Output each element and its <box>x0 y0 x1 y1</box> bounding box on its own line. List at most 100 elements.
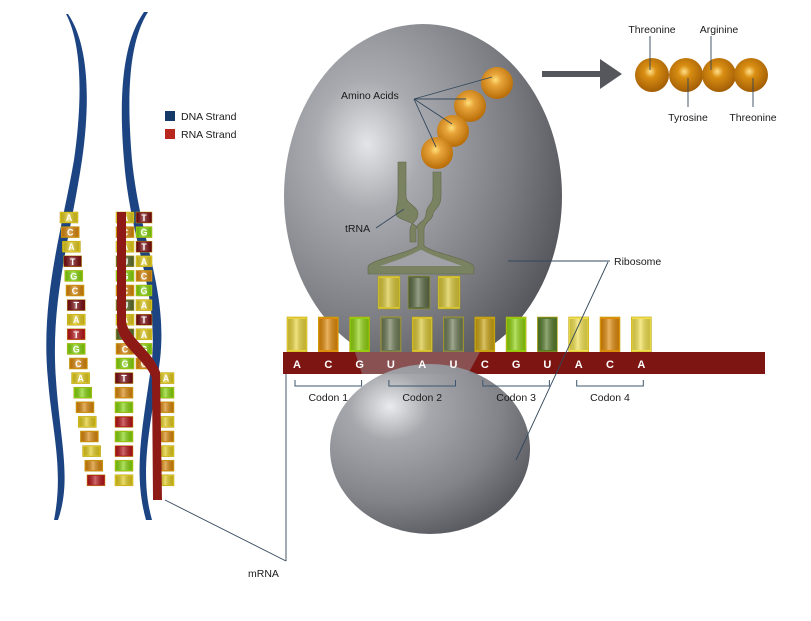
codon-bracket <box>576 380 644 387</box>
legend: DNA Strand RNA Strand <box>165 111 237 141</box>
dna-left-tile-shine <box>72 373 89 383</box>
mrna-base-letter: A <box>418 359 426 371</box>
mrna-base-letter: G <box>355 359 364 371</box>
dna-base-letter: A <box>141 301 148 311</box>
dna-middle-tile-shine <box>116 446 132 456</box>
trna-inner-gap <box>380 250 462 266</box>
trna <box>367 161 475 310</box>
mrna-base-letter: C <box>324 359 332 371</box>
dna-left-tile-shine <box>67 286 83 295</box>
codon-bracket <box>388 380 456 387</box>
dna-middle-tile-shine <box>116 475 132 485</box>
mrna-tile-shine <box>319 319 338 350</box>
ribosome-small-subunit <box>330 364 530 534</box>
protein-amino-acid-label: Arginine <box>700 24 739 36</box>
anticodon-tile-shine <box>439 278 459 307</box>
mrna-tile-shine <box>632 319 651 350</box>
mrna-tile-shine <box>475 319 494 350</box>
dna-right-tile-shine <box>159 475 173 485</box>
protein-amino-acid-label: Tyrosine <box>668 112 708 124</box>
dna-base-letter: G <box>140 228 147 238</box>
dna-base-letter: T <box>121 374 127 384</box>
label-amino-acids-group: Amino Acids <box>341 76 493 148</box>
dna-base-letter: T <box>73 301 79 311</box>
dna-base-letter: C <box>67 228 74 238</box>
dna-left-tile-shine <box>77 402 93 412</box>
dna-middle-tile-shine <box>116 402 132 412</box>
protein-amino-acid-label: Threonine <box>628 24 675 36</box>
dna-right-tile-shine <box>159 461 173 471</box>
dna-right-tile-shine <box>137 315 151 325</box>
codon-bracket <box>294 380 363 387</box>
dna-left-tile-shine <box>61 213 77 222</box>
dna-base-letter: A <box>163 374 170 384</box>
dna-middle-tile-shine <box>116 388 132 398</box>
dna-middle-tile-shine <box>116 417 132 427</box>
mrna-base-letter: U <box>543 359 551 371</box>
dna-left-tile-shine <box>83 446 100 456</box>
dna-base-letter: A <box>66 213 73 223</box>
dna-right-tile-shine <box>137 256 151 266</box>
dna-base-letter: G <box>140 286 147 296</box>
amino-acid-bead <box>454 90 486 122</box>
label-ribosome: Ribosome <box>614 256 661 268</box>
mrna-base-letter: U <box>387 359 395 371</box>
arrow-right-icon <box>542 59 622 89</box>
mrna-tile-shine <box>350 319 369 350</box>
dna-left-tile-shine <box>79 417 96 427</box>
dna-left-tile-shine <box>81 432 98 441</box>
dna-right-tile-shine <box>137 242 151 252</box>
dna-helix <box>46 12 162 520</box>
mrna-base-letter: C <box>481 359 489 371</box>
dna-base-letter: G <box>73 344 80 354</box>
dna-right-tile-shine <box>159 373 173 383</box>
amino-acid-bead <box>481 67 513 99</box>
mrna-tile-shine <box>413 319 432 350</box>
dna-right-tile-shine <box>137 300 151 310</box>
mrna-base-letter: C <box>606 359 614 371</box>
mrna-tile-shine <box>601 319 619 350</box>
legend-label-dna: DNA Strand <box>181 111 237 123</box>
legend-swatch-rna <box>165 129 175 139</box>
dna-left-tile-shine <box>68 300 85 310</box>
mrna-base-tiles <box>286 316 652 353</box>
label-mrna-group: mRNA <box>164 374 287 580</box>
legend-label-rna: RNA Strand <box>181 129 237 141</box>
amino-acid-bead <box>421 137 453 169</box>
dna-left-tile-shine <box>85 461 102 471</box>
amino-acid-bead <box>437 115 469 147</box>
ribosome-overlap <box>355 352 480 374</box>
dna-base-letter: A <box>141 257 148 267</box>
dna-left-tile-shine <box>62 227 79 237</box>
dna-right-tile-shine <box>137 329 151 339</box>
dna-left-tile-shine <box>65 271 82 281</box>
codon-label: Codon 1 <box>308 392 348 404</box>
dna-left-tile-shine <box>68 344 85 354</box>
dna-base-letter: T <box>141 315 147 325</box>
label-ribosome-group: Ribosome <box>508 256 661 461</box>
dna-base-tiles: ACATGCTATGCAACAUGCUAUCGTTGTACGATAGCA <box>59 211 175 487</box>
protein-amino-acid <box>734 58 768 92</box>
label-mrna: mRNA <box>248 568 279 580</box>
protein-amino-acid <box>669 58 703 92</box>
anticodon-tile-shine <box>379 278 399 307</box>
dna-right-tile-shine <box>159 402 173 412</box>
amino-acid-chain <box>421 67 513 169</box>
mrna-base-letter: G <box>512 359 521 371</box>
anticodon-tile-shine <box>409 278 429 307</box>
dna-base-letter: T <box>141 242 147 252</box>
codon-label: Codon 3 <box>496 392 536 404</box>
rna-strand <box>117 212 162 500</box>
mrna-tile-shine <box>288 319 306 350</box>
dna-left-tile-shine <box>70 359 87 368</box>
dna-left-tile-shine <box>64 256 81 266</box>
dna-right-tile-shine <box>137 286 151 295</box>
dna-base-letter: T <box>70 257 76 267</box>
codon-label: Codon 2 <box>402 392 442 404</box>
dna-left-tile-shine <box>74 388 91 398</box>
mrna-base-letter: U <box>450 359 458 371</box>
